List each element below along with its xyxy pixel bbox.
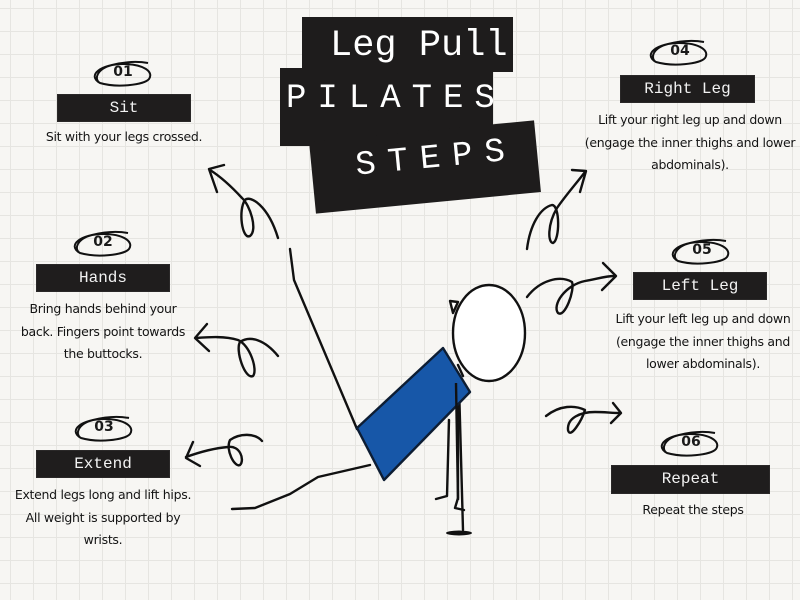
loop-arrow-icon-step-01 [207,163,280,240]
loop-arrow-icon-step-04 [525,168,588,251]
circled-number-icon [649,39,708,66]
step-description-05: Lift your left leg up and down (engage t… [615,311,791,371]
step-badge-04: 04 [648,39,712,66]
stick-figure [230,247,527,536]
step-badge-01: 01 [92,60,154,87]
step-number: 01 [113,64,133,80]
title-line-2: PILATES [286,80,506,118]
loop-arrow-icon-step-05 [525,261,618,315]
torso-shirt [355,346,472,482]
step-badge-05: 05 [670,238,734,265]
step-badge-06: 06 [659,430,723,457]
title-line-1: Leg Pull [330,25,508,67]
step-description-03: Extend legs long and lift hips. All weig… [14,487,192,547]
step-label-bar-05: Left Leg [633,272,767,300]
step-number: 04 [670,43,690,59]
step-label-bar-03: Extend [36,450,170,478]
step-description-01: Sit with your legs crossed. [45,129,203,144]
loop-arrow-icon-step-02 [193,322,280,378]
step-description-06: Repeat the steps [642,502,744,517]
step-number: 02 [93,234,113,250]
circled-number-icon [73,230,132,257]
circled-number-icon [93,60,152,87]
step-description-02: Bring hands behind your back. Fingers po… [20,301,186,361]
step-description-04: Lift your right leg up and down (engage … [584,112,796,172]
floor-leg [230,463,372,511]
step-number: 06 [681,434,701,450]
head [451,283,527,383]
loop-arrow-icon-step-06 [544,401,623,434]
step-label-bar-02: Hands [36,264,170,292]
circled-number-icon [660,430,719,457]
title-block-leg-pull: Leg Pull [302,17,513,72]
step-badge-03: 03 [73,415,135,442]
step-number: 03 [94,419,114,435]
step-label-bar-01: Sit [57,94,191,122]
front-arm [434,418,451,501]
raised-leg [288,247,359,431]
step-label-bar-04: Right Leg [620,75,755,103]
loop-arrow-icon-step-03 [184,433,264,468]
circled-number-icon [74,415,133,442]
circled-number-icon [671,238,730,265]
step-badge-02: 02 [72,230,134,257]
step-label-bar-06: Repeat [611,465,770,494]
step-number: 05 [692,242,712,258]
